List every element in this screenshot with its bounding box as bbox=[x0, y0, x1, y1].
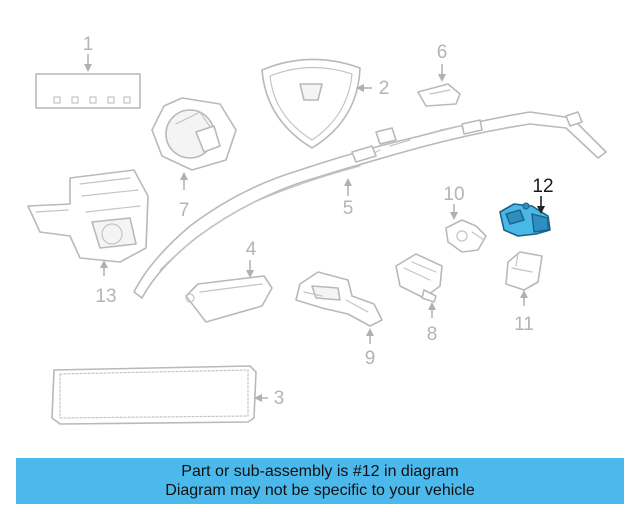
callout-7: 7 bbox=[179, 200, 190, 221]
part-3-panel[interactable] bbox=[51, 365, 257, 425]
part-11-sensor[interactable] bbox=[505, 251, 543, 291]
callout-10: 10 bbox=[443, 184, 464, 205]
callout-2: 2 bbox=[379, 78, 390, 99]
part-8-sensor[interactable] bbox=[395, 253, 443, 303]
part-9-passenger-airbag[interactable] bbox=[295, 271, 383, 327]
part-5-curtain-airbag[interactable] bbox=[133, 111, 607, 299]
part-4-knee-airbag[interactable] bbox=[185, 275, 273, 323]
callout-5: 5 bbox=[343, 198, 354, 219]
callout-3: 3 bbox=[274, 388, 285, 409]
part-1-module[interactable] bbox=[35, 73, 141, 109]
callout-11: 11 bbox=[514, 314, 534, 335]
banner-line-1: Part or sub-assembly is #12 in diagram bbox=[181, 463, 459, 480]
callout-1: 1 bbox=[83, 34, 94, 55]
part-6-bracket[interactable] bbox=[417, 83, 461, 107]
parts-diagram: 1 2 6 5 7 bbox=[27, 34, 607, 425]
callout-8: 8 bbox=[427, 324, 438, 345]
part-10-sensor[interactable] bbox=[445, 219, 487, 253]
callout-12: 12 bbox=[532, 176, 553, 197]
callout-13: 13 bbox=[95, 286, 116, 307]
callout-9: 9 bbox=[365, 348, 376, 369]
callout-4: 4 bbox=[246, 239, 257, 260]
part-2-driver-airbag[interactable] bbox=[261, 58, 361, 149]
banner-line-2: Diagram may not be specific to your vehi… bbox=[165, 482, 475, 499]
part-13-control-module[interactable] bbox=[27, 169, 149, 263]
callout-6: 6 bbox=[437, 42, 448, 63]
info-banner: Part or sub-assembly is #12 in diagram D… bbox=[16, 458, 624, 504]
part-12-impact-sensor[interactable] bbox=[499, 202, 551, 237]
part-7-clockspring[interactable] bbox=[151, 97, 237, 171]
